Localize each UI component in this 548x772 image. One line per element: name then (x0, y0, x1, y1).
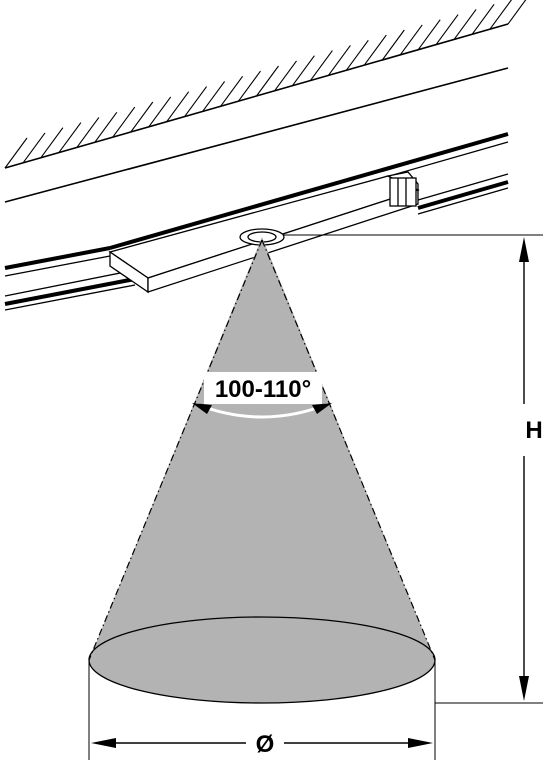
hatch-mark (4, 137, 28, 169)
hatch-mark (22, 132, 46, 164)
hatch-mark (399, 24, 423, 56)
sensor-housing (108, 171, 420, 294)
angle-arrow-right (312, 403, 332, 414)
hatch-mark (417, 19, 441, 51)
height-label: H (525, 417, 542, 444)
height-dimension: H (284, 234, 543, 704)
hatch-mark (489, 0, 513, 30)
hatch-mark (184, 86, 208, 117)
hatch-mark (435, 14, 459, 45)
hatch-mark (40, 127, 64, 159)
mounting-rail (4, 132, 509, 311)
angle-label-box (204, 372, 322, 404)
ceiling-hatching (4, 0, 527, 169)
detection-cone (88, 237, 436, 704)
hatch-mark (94, 111, 118, 143)
cone-edge-left (88, 239, 263, 661)
hatch-mark (112, 106, 136, 138)
angle-arc (195, 402, 329, 419)
hatch-mark (238, 70, 261, 102)
hatch-mark (202, 81, 226, 112)
cone-base (88, 616, 436, 704)
hatch-mark (148, 96, 172, 128)
hatch-mark (363, 34, 387, 66)
hatch-mark (274, 60, 297, 92)
cone-edge-right (261, 239, 436, 661)
diameter-arrow-right (408, 738, 433, 748)
ceiling-panel-edge (4, 67, 509, 203)
height-arrow-bottom (519, 676, 529, 701)
hatch-mark (58, 122, 82, 153)
hatch-mark (345, 39, 369, 71)
hatch-mark (453, 9, 477, 40)
hatch-mark (130, 101, 154, 133)
angle-label: 100-110° (215, 376, 311, 403)
height-arrow-top (519, 237, 529, 262)
hatch-mark (220, 75, 244, 107)
angle-arrow-left (192, 403, 212, 414)
cone-body (89, 237, 435, 660)
hatch-mark (291, 55, 315, 87)
hatch-mark (471, 3, 495, 35)
angle-annotation: 100-110° (192, 372, 332, 419)
hatch-mark (327, 45, 351, 76)
diameter-label: Ø (256, 731, 275, 758)
hatch-mark (256, 65, 279, 97)
hatch-mark (166, 91, 190, 123)
hatch-mark (507, 0, 527, 25)
hatch-mark (309, 50, 333, 81)
diameter-arrow-left (91, 738, 116, 748)
ceiling (4, 0, 527, 169)
hatch-mark (76, 117, 100, 148)
hatch-mark (381, 29, 405, 61)
diameter-dimension: Ø (88, 662, 436, 760)
